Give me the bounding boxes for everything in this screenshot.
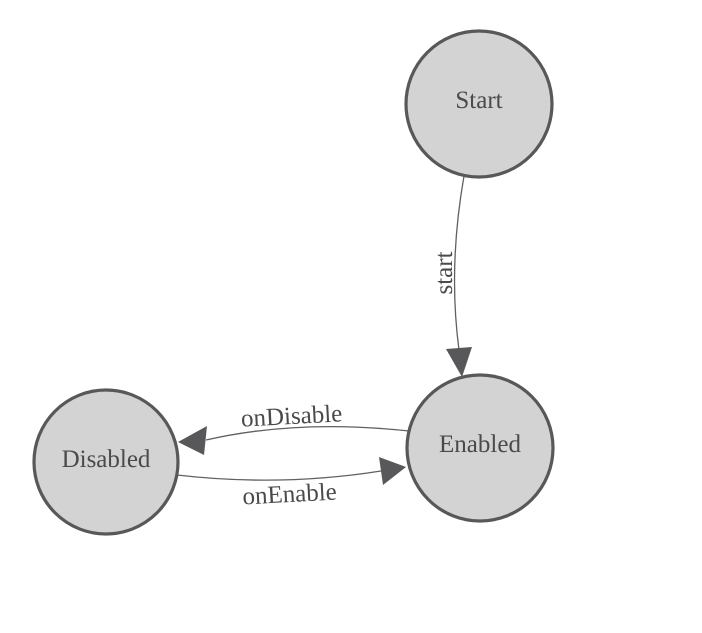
state-label-start: Start: [455, 87, 502, 114]
arrowhead-right-icon: [379, 457, 406, 485]
edge-enabled-to-disabled[interactable]: [178, 426, 410, 455]
edge-label-start: start: [431, 251, 458, 294]
state-node-disabled[interactable]: Disabled: [32, 388, 180, 536]
state-label-disabled: Disabled: [62, 446, 151, 473]
arrowhead-down-icon: [446, 347, 472, 377]
state-label-enabled: Enabled: [439, 431, 521, 458]
edge-label-ondisable: onDisable: [240, 400, 343, 432]
state-circle-disabled: [32, 388, 180, 536]
edge-line-disabled-to-enabled[interactable]: [176, 470, 382, 481]
state-circle-enabled: [405, 373, 555, 523]
state-circle-start: [404, 29, 554, 179]
edge-start-to-enabled[interactable]: [446, 175, 472, 377]
arrowhead-left-icon: [178, 426, 207, 455]
edge-line-start-to-enabled[interactable]: [453, 175, 465, 351]
state-node-enabled[interactable]: Enabled: [405, 373, 555, 523]
state-node-start[interactable]: Start: [404, 29, 554, 179]
edge-disabled-to-enabled[interactable]: [176, 457, 406, 485]
edge-line-enabled-to-disabled[interactable]: [205, 426, 410, 441]
edge-label-onenable: onEnable: [242, 479, 338, 511]
